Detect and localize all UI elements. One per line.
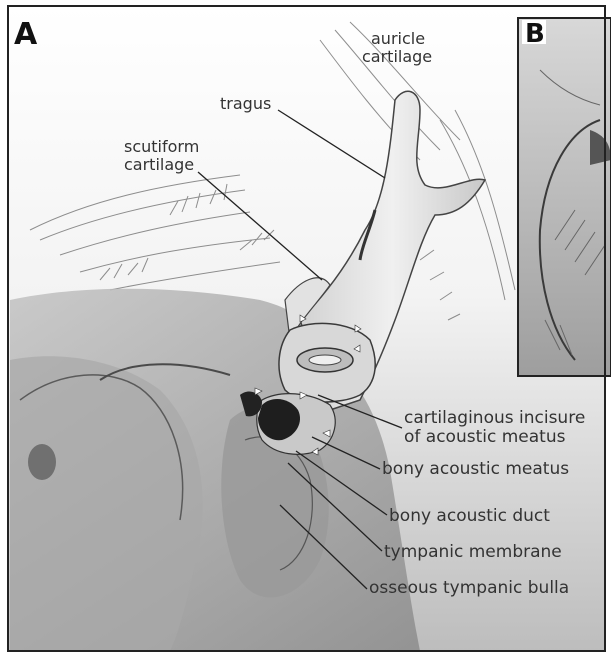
panel-b-letter: B [525, 19, 545, 49]
label-tragus: tragus [220, 94, 271, 113]
label-bony-meatus: bony acoustic meatus [382, 459, 569, 479]
panel-b: B [518, 18, 611, 376]
label-tympanic-membrane: tympanic membrane [384, 542, 562, 562]
dark-spot [28, 444, 56, 480]
label-scutiform-line1: scutiform [124, 137, 199, 156]
label-auricle-line2: cartilage [362, 47, 432, 66]
panel-b-background [518, 18, 611, 376]
panel-a-letter: A [14, 17, 38, 52]
label-scutiform-line2: cartilage [124, 155, 194, 174]
label-auricle-line1: auricle [371, 29, 425, 48]
label-bony-duct: bony acoustic duct [389, 506, 550, 526]
label-incisure-line1: cartilaginous incisure [404, 408, 585, 428]
canal-lumen [309, 355, 341, 365]
label-tympanic-bulla: osseous tympanic bulla [369, 578, 569, 598]
label-incisure-line2: of acoustic meatus [404, 427, 566, 447]
panel-a: A auricle cartilage tragus scutiform car… [8, 6, 605, 651]
